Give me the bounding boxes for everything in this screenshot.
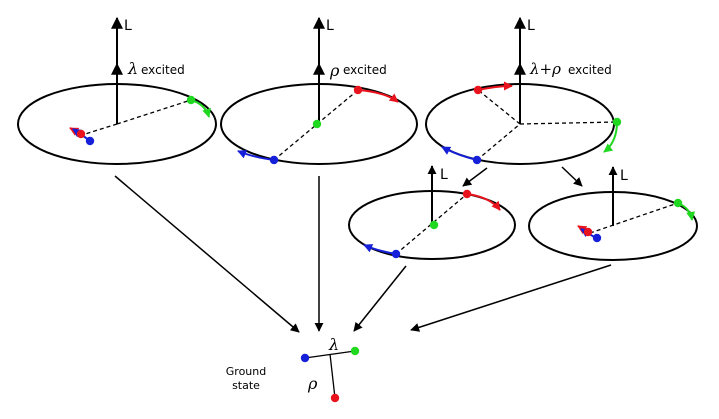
lambda-vector <box>519 121 618 125</box>
state-caption-lambda-rho: excited <box>568 63 612 77</box>
panel-rho-excited: L ρ excited <box>220 16 418 165</box>
transition-arrow-combined-to-lambda-like <box>561 166 583 187</box>
red-motion-arrow <box>357 89 399 103</box>
red-quark <box>76 129 86 139</box>
ground-rho-label: ρ <box>307 374 318 393</box>
red-quark <box>353 85 363 95</box>
green-quark <box>612 117 622 127</box>
green-quark <box>673 198 683 208</box>
state-symbol-lambda: λ <box>127 59 138 78</box>
panel-lambda-rho-excited: L λ+ρ excited <box>425 16 622 165</box>
transition-arrow-rho-like-to-ground <box>353 265 407 332</box>
rho-vector <box>395 193 468 255</box>
ground-state-label-line1: Ground <box>226 365 266 378</box>
rho-vector <box>273 89 359 161</box>
ground-lambda-label: λ <box>328 335 339 354</box>
panel-lambda-excited: L λ excited <box>17 16 217 165</box>
axis-label-l: L <box>326 18 334 34</box>
blue-quark <box>85 136 95 146</box>
red-quark <box>462 189 472 199</box>
rho-vector <box>477 89 521 125</box>
transition-arrow-lambda-to-ground <box>114 175 300 333</box>
ground-state-label-line2: state <box>232 379 260 392</box>
green-quark <box>312 119 322 129</box>
green-motion-arrow <box>603 121 618 153</box>
rho-vector <box>81 123 118 136</box>
lambda-vector <box>116 99 192 125</box>
transition-arrows <box>114 166 612 333</box>
green-quark <box>350 346 360 356</box>
red-quark <box>330 393 340 403</box>
red-quark <box>473 85 483 95</box>
state-caption-lambda: excited <box>141 63 185 77</box>
blue-quark <box>391 249 401 259</box>
state-symbol-rho: ρ <box>329 61 340 80</box>
green-quark <box>429 220 439 230</box>
rho-vector <box>476 123 521 161</box>
state-caption-rho: excited <box>343 63 387 77</box>
axis-label-l: L <box>124 18 132 34</box>
panel-decay-rho-like: L <box>348 165 516 260</box>
state-symbol-lambda-rho: λ+ρ <box>529 60 561 78</box>
axis-label-l: L <box>527 18 535 34</box>
blue-quark <box>472 155 482 165</box>
panel-decay-lambda-like: L <box>528 166 698 261</box>
blue-quark <box>269 155 279 165</box>
green-quark <box>186 95 196 105</box>
blue-quark <box>592 233 602 243</box>
blue-quark <box>300 353 310 363</box>
rho-vector <box>329 353 336 399</box>
blue-motion-arrow <box>363 244 397 255</box>
red-quark <box>583 227 593 237</box>
blue-motion-arrow <box>441 146 478 161</box>
axis-label-l: L <box>440 167 448 183</box>
transition-arrow-combined-to-rho-like <box>462 167 488 187</box>
lambda-vector <box>589 202 679 234</box>
ground-state: λ ρ Ground state <box>226 335 360 403</box>
transition-arrow-lambda-like-to-ground <box>410 264 612 332</box>
axis-label-l: L <box>620 168 628 184</box>
